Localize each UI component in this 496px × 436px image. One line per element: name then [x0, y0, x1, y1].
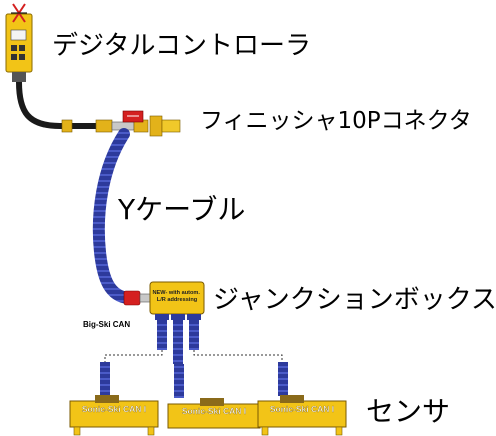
sensor-label: Sonic-Ski CAN I — [270, 404, 334, 414]
junction-box-text: NEW- with autom. L/R addressing — [153, 290, 202, 303]
sensor-cables — [100, 362, 288, 398]
junction-outputs — [155, 314, 201, 364]
sensor-label: Sonic-Ski CAN I — [82, 404, 146, 414]
finisher-10p-connector — [61, 110, 181, 137]
can-bus-lines — [104, 350, 283, 365]
sensor-1: Sonic-Ski CAN I — [69, 395, 159, 436]
y-cable — [92, 128, 134, 304]
junction-input-connector — [123, 290, 151, 306]
digital-controller — [5, 13, 33, 82]
sensor-2: Sonic-Ski CAN I — [167, 398, 261, 429]
sensor-3: Sonic-Ski CAN I — [257, 395, 347, 436]
bus-label: Big-Ski CAN — [83, 320, 131, 329]
warning-light-icon — [11, 3, 27, 23]
sensor-label: Sonic-Ski CAN I — [182, 406, 246, 416]
y-cable-label: Yケーブル — [118, 193, 246, 226]
sensor-group-label: センサ — [366, 395, 451, 428]
junction-box-label: ジャンクションボックス — [213, 285, 496, 315]
finisher-connector-label: フィニッシャ10Pコネクタ — [200, 108, 472, 134]
controller-cable — [16, 81, 96, 129]
controller-label: デジタルコントローラ — [52, 31, 311, 61]
junction-box: NEW- with autom. L/R addressing — [149, 281, 205, 315]
